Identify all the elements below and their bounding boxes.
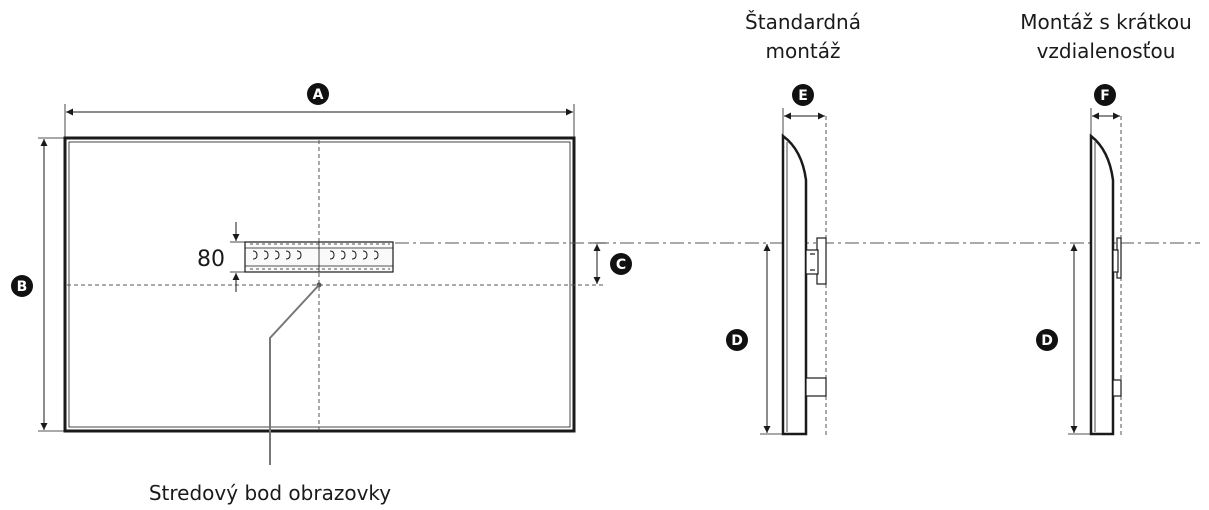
marker-f-badge (1094, 84, 1116, 106)
short-mount-title-line2: vzdialenosťou (1037, 39, 1176, 63)
marker-a-label: A (313, 87, 324, 103)
marker-e-label: E (798, 88, 808, 104)
standard-mount-title-line1: Štandardná (745, 10, 861, 34)
front-view: 80 A B C Stredový bod obrazovky (11, 83, 1200, 505)
marker-d-badge-standard (726, 329, 748, 351)
screen-center-leader (269, 284, 320, 465)
marker-c-label: C (616, 257, 626, 273)
bracket-side-standard (805, 237, 827, 397)
standard-mount-title-line2: montáž (766, 39, 841, 63)
short-mount-title-line1: Montáž s krátkou (1020, 10, 1192, 34)
marker-e-badge (792, 84, 814, 106)
side-view-standard: Štandardná montáž E D (726, 10, 861, 436)
tv-side-profile-standard (781, 133, 808, 436)
bracket-side-short (1112, 237, 1122, 397)
marker-b-label: B (17, 279, 28, 295)
marker-b-badge (11, 275, 33, 297)
screen-center-label: Stredový bod obrazovky (149, 481, 391, 505)
marker-d-label-standard: D (731, 333, 743, 349)
bracket-dimension-label: 80 (197, 247, 225, 272)
marker-d-badge-short (1036, 329, 1058, 351)
tv-side-profile-short (1089, 133, 1115, 436)
marker-f-label: F (1100, 88, 1110, 104)
marker-d-label-short: D (1041, 333, 1053, 349)
side-view-short: Montáž s krátkou vzdialenosťou F D (1020, 10, 1192, 436)
marker-c-badge (610, 253, 632, 275)
wall-bracket (244, 241, 394, 273)
marker-a-badge (307, 83, 329, 105)
